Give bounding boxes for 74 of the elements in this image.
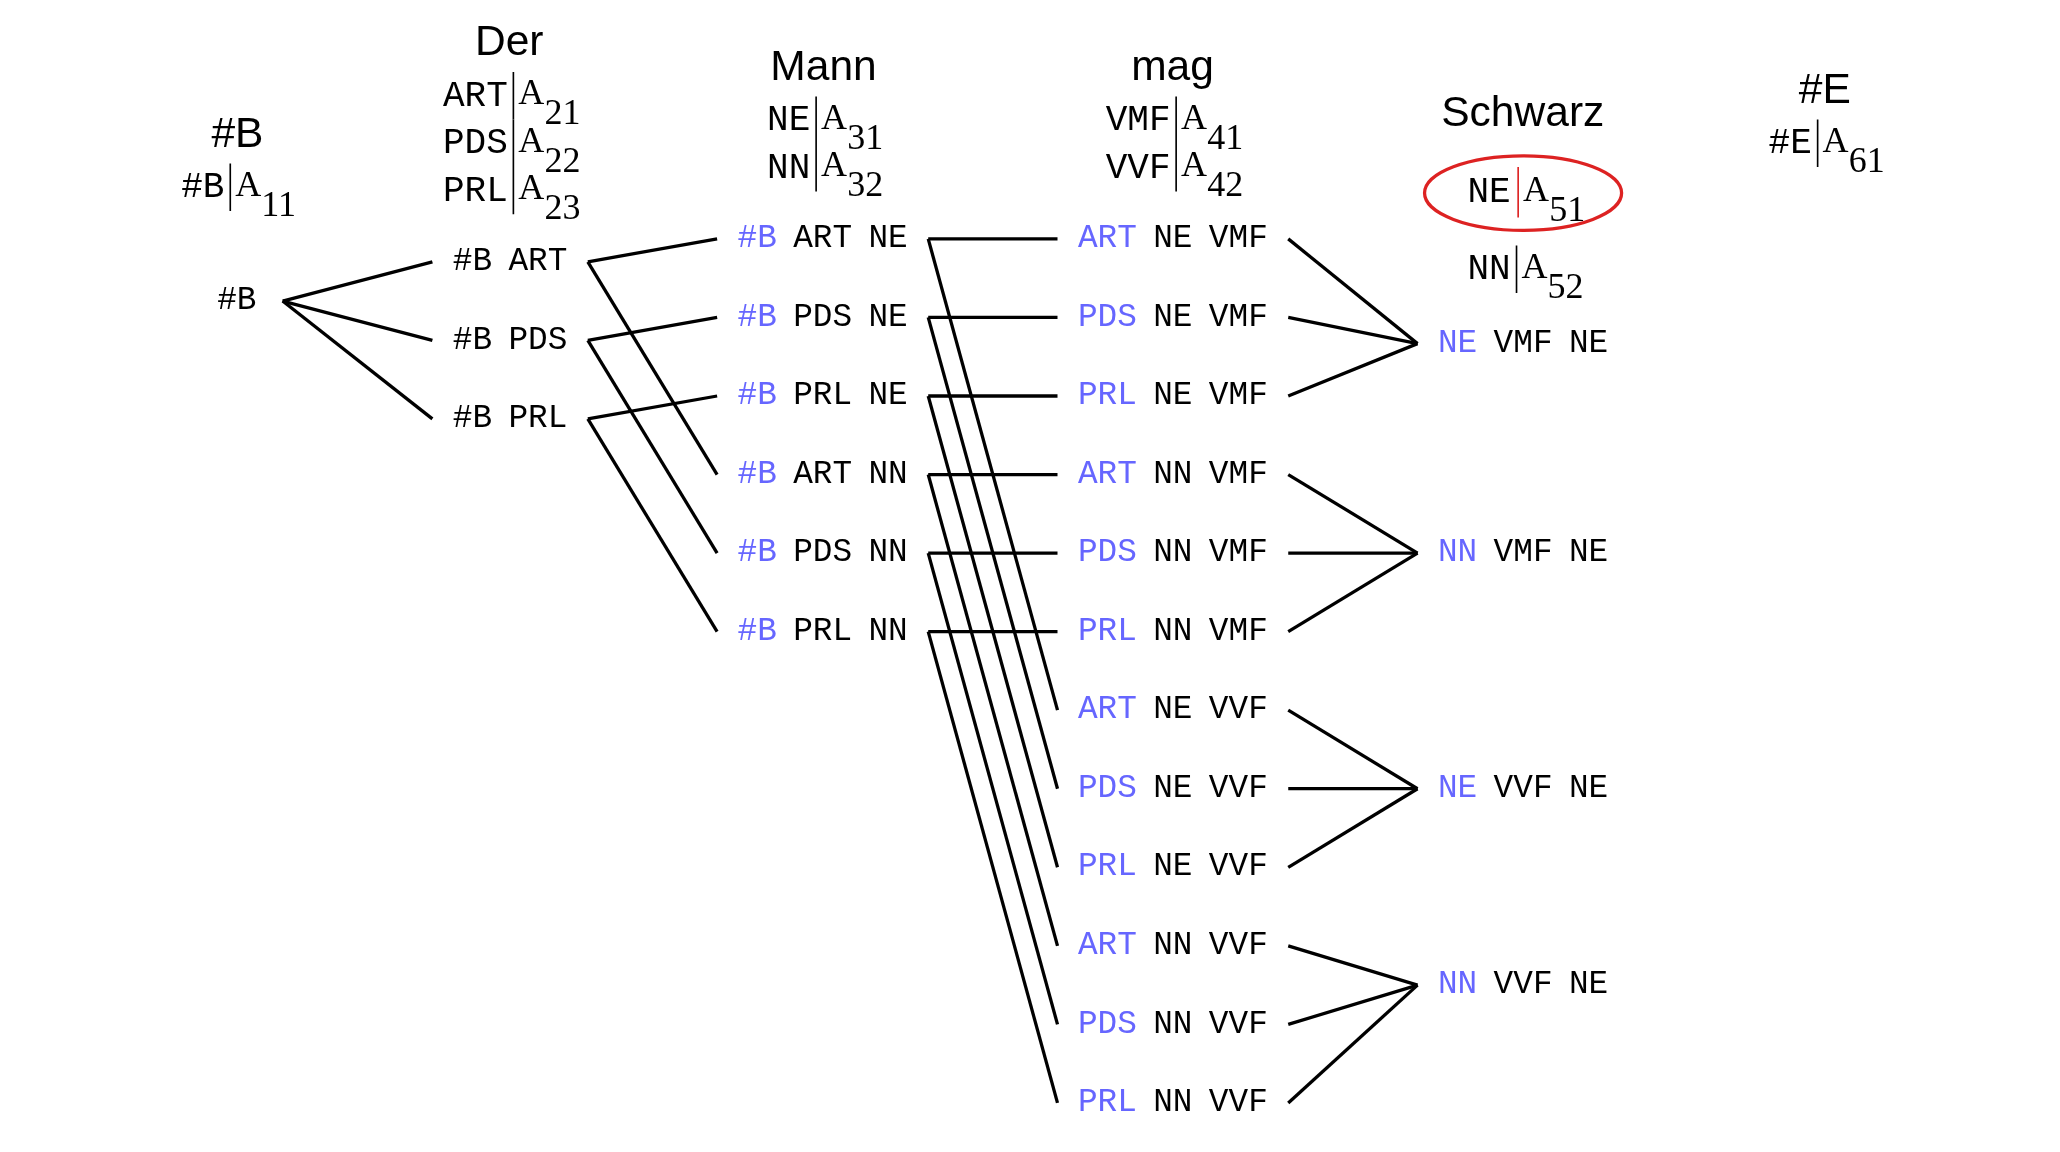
label: #E <box>1798 63 1851 112</box>
connector <box>926 631 1059 1104</box>
node-text: NN VVF NE <box>1437 966 1608 1004</box>
connector <box>927 630 1057 634</box>
connector <box>587 315 717 342</box>
node-text: #B PDS <box>452 321 567 359</box>
node-text: #B PDS NN <box>737 534 908 572</box>
node-text: #B ART NE <box>737 220 908 258</box>
label: NN <box>766 147 810 189</box>
label: #B <box>210 107 263 156</box>
connector <box>926 317 1059 790</box>
label: NE <box>766 100 810 142</box>
label: VVF <box>1105 147 1171 189</box>
node-text: PRL NN VVF <box>1077 1084 1268 1122</box>
node-text: #B PRL NE <box>737 377 908 415</box>
node-text: ART NN VVF <box>1077 927 1268 965</box>
node-text: ART NE VVF <box>1077 691 1268 729</box>
connector <box>281 299 433 421</box>
label: #B <box>180 167 224 209</box>
node-text: ART NN VMF <box>1077 455 1268 493</box>
connector <box>1286 708 1418 791</box>
node-text: #B PRL <box>452 400 567 438</box>
connector <box>1286 551 1418 634</box>
label: #E <box>1768 123 1812 165</box>
connector <box>1287 944 1418 987</box>
connector <box>927 472 1057 477</box>
label: Mann <box>769 40 877 89</box>
node-text: PDS NN VVF <box>1077 1005 1268 1043</box>
connector <box>585 339 718 554</box>
node-text: NE VVF NE <box>1437 769 1608 807</box>
connector <box>585 260 718 476</box>
connector <box>926 238 1059 711</box>
label: Schwarz <box>1440 87 1604 136</box>
connector <box>281 260 433 303</box>
node-text: PDS NN VMF <box>1077 534 1268 572</box>
connector <box>927 394 1057 398</box>
connector <box>585 418 718 633</box>
label: PRL <box>442 170 508 212</box>
node-text: #B PDS NE <box>737 298 908 336</box>
node-text: NN VMF NE <box>1437 534 1608 572</box>
node-text: #B <box>216 282 256 320</box>
connector <box>1287 551 1417 555</box>
connector <box>1287 787 1417 791</box>
connector <box>1286 983 1419 1105</box>
connector <box>1287 342 1418 398</box>
node-text: PDS NE VMF <box>1077 298 1268 336</box>
connector <box>1286 473 1418 555</box>
connector <box>926 474 1059 947</box>
connector <box>927 237 1057 241</box>
connector <box>1287 315 1418 346</box>
connector <box>587 394 717 421</box>
node-text: #B ART <box>452 242 567 280</box>
label: ART <box>442 75 508 117</box>
connector <box>927 551 1057 555</box>
connector <box>1286 787 1418 869</box>
label: NN <box>1466 249 1511 291</box>
node-text: #B ART NN <box>737 455 908 493</box>
label: mag <box>1130 40 1214 89</box>
connector <box>926 395 1059 868</box>
node-text: PRL NE VMF <box>1077 377 1268 415</box>
node-text: ART NE VMF <box>1077 220 1268 258</box>
connector <box>1287 983 1418 1026</box>
node-text: PRL NN VMF <box>1077 612 1268 650</box>
label: Der <box>474 16 543 65</box>
connector <box>927 315 1057 320</box>
connector <box>926 552 1059 1025</box>
node-text: PRL NE VVF <box>1077 848 1268 886</box>
node-text: PDS NE VVF <box>1077 769 1268 807</box>
label: VMF <box>1105 100 1171 142</box>
connector <box>1286 237 1419 345</box>
node-text: NE VMF NE <box>1437 324 1608 362</box>
label: PDS <box>442 123 508 165</box>
connector <box>587 237 717 264</box>
node-text: #B PRL NN <box>737 612 908 650</box>
